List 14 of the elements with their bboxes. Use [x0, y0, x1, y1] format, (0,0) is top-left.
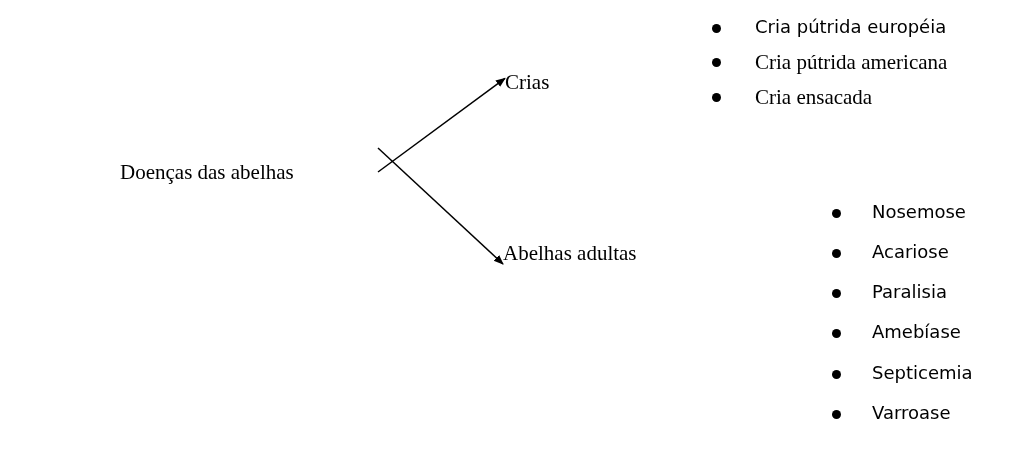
list-item: Varroase: [872, 404, 951, 422]
arrow: [377, 147, 504, 265]
list-item: Nosemose: [872, 203, 966, 221]
list-item: Septicemia: [872, 364, 973, 382]
list-item: Cria pútrida americana: [755, 52, 948, 73]
arrow: [377, 77, 506, 173]
list-item: Cria ensacada: [755, 87, 873, 108]
list-item: Acariose: [872, 243, 949, 261]
list-item: Amebíase: [872, 323, 961, 341]
list-item: Cria pútrida européia: [755, 18, 947, 36]
list-item: Paralisia: [872, 283, 947, 301]
node-text: Crias: [505, 72, 550, 93]
node-text: Doenças das abelhas: [120, 162, 294, 183]
node-text: Abelhas adultas: [503, 243, 637, 264]
